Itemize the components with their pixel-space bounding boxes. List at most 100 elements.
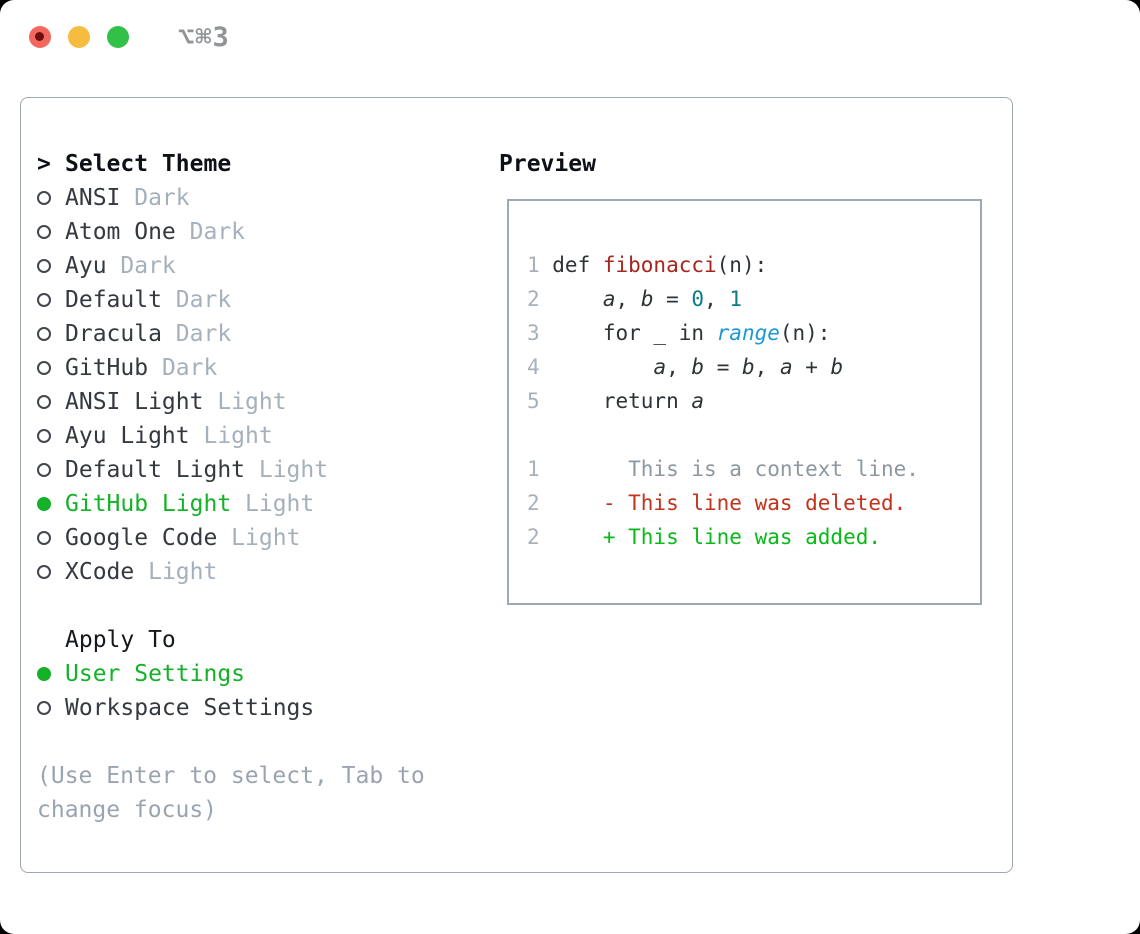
preview-diff-line: 2 - This line was deleted. <box>527 486 980 520</box>
radio-unselected-icon <box>37 361 51 375</box>
theme-option-variant: Dark <box>106 253 176 279</box>
theme-option-variant: Light <box>189 423 273 449</box>
theme-option-name: Dracula <box>65 321 162 347</box>
window-shortcut-label: ⌥⌘3 <box>178 21 230 53</box>
theme-option[interactable]: ANSI Dark <box>37 181 482 215</box>
theme-option-name: Ayu Light <box>65 423 190 449</box>
preview-code-line: 5 return a <box>527 384 980 418</box>
code-token-var: a <box>653 355 667 379</box>
code-token-plain: = <box>653 287 692 311</box>
preview-diff-line: 1 This is a context line. <box>527 452 980 486</box>
theme-option-name: GitHub <box>65 355 149 381</box>
radio-unselected-icon <box>37 429 51 443</box>
theme-option-variant: Light <box>245 457 329 483</box>
radio-unselected-icon <box>37 531 51 545</box>
line-number: 1 <box>527 253 540 277</box>
line-number: 2 <box>527 491 540 515</box>
theme-option-name: Google Code <box>65 525 218 551</box>
code-token-var: b <box>691 355 705 379</box>
close-button[interactable] <box>29 26 51 48</box>
theme-option-variant: Dark <box>161 287 232 313</box>
radio-unselected-icon <box>37 293 51 307</box>
theme-option[interactable]: ANSI Light Light <box>37 385 482 419</box>
titlebar: ⌥⌘3 <box>29 22 230 53</box>
theme-option-name: Ayu <box>65 253 107 279</box>
theme-option-name: Atom One <box>65 219 176 245</box>
code-token-del: - This line was deleted. <box>552 491 907 515</box>
theme-option[interactable]: Default Light Light <box>37 453 482 487</box>
apply-to-header-row: Apply To <box>37 623 482 657</box>
radio-unselected-icon <box>37 327 51 341</box>
code-token-plain: (n): <box>716 253 768 277</box>
line-number: 3 <box>527 321 540 345</box>
theme-option-name: XCode <box>65 559 135 585</box>
preview-code-line: 4 a, b = b, a + b <box>527 350 980 384</box>
line-number: 5 <box>527 389 540 413</box>
code-token-var: b <box>640 287 654 311</box>
theme-picker-header-row: > Select Theme <box>37 147 482 181</box>
theme-option-name: GitHub Light <box>65 491 232 517</box>
code-token-plain: , <box>754 355 780 379</box>
theme-option-variant: Light <box>134 559 218 585</box>
code-token-plain: (n): <box>779 321 831 345</box>
code-token-plain: for _ in <box>552 321 717 345</box>
theme-option-name: ANSI <box>65 185 121 211</box>
theme-option[interactable]: Ayu Dark <box>37 249 482 283</box>
spacer <box>37 589 482 623</box>
radio-unselected-icon <box>37 565 51 579</box>
help-text: (Use Enter to select, Tab to change focu… <box>37 763 425 823</box>
code-token-ctx: This is a context line. <box>552 457 919 481</box>
preview-diff-line: 2 + This line was added. <box>527 520 980 554</box>
radio-unselected-icon <box>37 259 51 273</box>
selection-arrow-icon: > <box>37 151 51 177</box>
radio-selected-icon <box>37 667 51 681</box>
code-token-plain: def <box>552 253 603 277</box>
theme-option-name: ANSI Light <box>65 389 204 415</box>
apply-to-option-label: Workspace Settings <box>65 695 315 721</box>
apply-to-option-label: User Settings <box>65 661 246 687</box>
theme-option[interactable]: Atom One Dark <box>37 215 482 249</box>
code-token-plain: , <box>615 287 641 311</box>
line-number: 2 <box>527 525 540 549</box>
code-token-plain: return <box>552 389 692 413</box>
line-number: 2 <box>527 287 540 311</box>
radio-unselected-icon <box>37 395 51 409</box>
code-token-numlit: 0 <box>691 287 705 311</box>
minimize-button[interactable] <box>68 26 90 48</box>
code-token-plain <box>552 355 653 379</box>
theme-option[interactable]: Default Dark <box>37 283 482 317</box>
radio-unselected-icon <box>37 191 51 205</box>
radio-unselected-icon <box>37 701 51 715</box>
apply-to-option[interactable]: Workspace Settings <box>37 691 482 725</box>
theme-option-variant: Dark <box>148 355 218 381</box>
code-token-plain: + <box>792 355 831 379</box>
maximize-button[interactable] <box>107 26 129 48</box>
preview-code-line: 3 for _ in range(n): <box>527 316 980 350</box>
apply-to-header: Apply To <box>65 627 176 653</box>
theme-option[interactable]: Google Code Light <box>37 521 482 555</box>
theme-option[interactable]: XCode Light <box>37 555 482 589</box>
theme-option-variant: Dark <box>175 219 246 245</box>
line-number: 1 <box>527 457 540 481</box>
preview-title: Preview <box>499 151 596 177</box>
code-token-plain: , <box>666 355 692 379</box>
code-token-builtin: range <box>716 321 780 345</box>
apply-to-option[interactable]: User Settings <box>37 657 482 691</box>
code-token-plain: = <box>704 355 742 379</box>
blank-line <box>527 418 980 452</box>
theme-option[interactable]: Dracula Dark <box>37 317 482 351</box>
code-token-var: a <box>602 287 616 311</box>
theme-option[interactable]: GitHub Dark <box>37 351 482 385</box>
preview-code-line: 1 def fibonacci(n): <box>527 248 980 282</box>
theme-option-variant: Light <box>203 389 287 415</box>
radio-unselected-icon <box>37 463 51 477</box>
theme-option[interactable]: GitHub Light Light <box>37 487 482 521</box>
line-number: 4 <box>527 355 540 379</box>
theme-option[interactable]: Ayu Light Light <box>37 419 482 453</box>
code-token-func: fibonacci <box>602 253 717 277</box>
